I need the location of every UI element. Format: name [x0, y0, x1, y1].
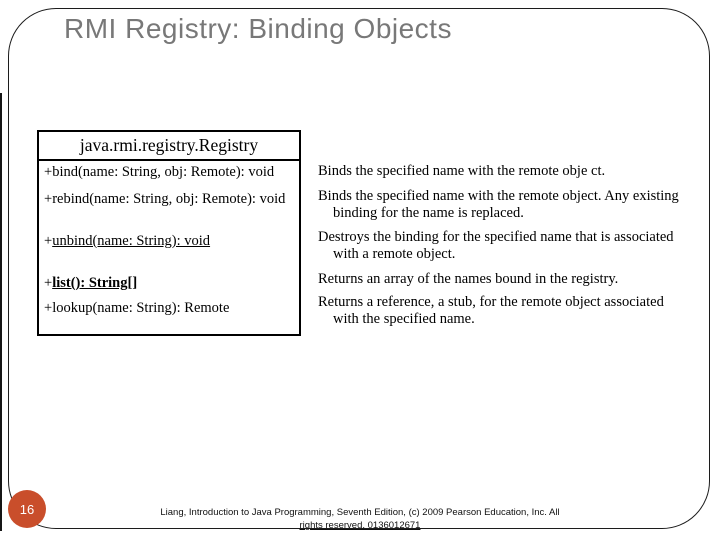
method-visibility: + — [44, 300, 53, 316]
footer-copyright: Liang, Introduction to Java Programming,… — [0, 506, 720, 532]
method-signature: unbind(name: String): void — [52, 233, 211, 249]
slide-border-frame — [8, 8, 710, 529]
method-signature: lookup(name: String): Remote — [52, 300, 230, 316]
method-description-list: Returns an array of the names bound in t… — [318, 271, 619, 287]
method-description-bind: Binds the specified name with the remote… — [318, 163, 606, 179]
uml-class-diagram: java.rmi.registry.Registry +bind(name: S… — [37, 130, 301, 336]
method-description-lookup: Returns a reference, a stub, for the rem… — [318, 294, 664, 327]
uml-method-list: +list(): String[] — [44, 275, 137, 292]
method-visibility: + — [44, 275, 53, 291]
slide-title: RMI Registry: Binding Objects — [64, 13, 452, 44]
uml-method-bind: +bind(name: String, obj: Remote): void — [44, 164, 274, 181]
method-signature: rebind(name: String, obj: Remote): void — [52, 191, 286, 207]
footer-line-2: rights reserved. 0136012671 — [299, 520, 421, 531]
method-visibility: + — [44, 164, 53, 180]
uml-method-rebind: +rebind(name: String, obj: Remote): void — [44, 191, 285, 208]
method-description-rebind: Binds the specified name with the remote… — [318, 188, 679, 221]
method-visibility: + — [44, 233, 53, 249]
method-signature: bind(name: String, obj: Remote): void — [52, 164, 275, 180]
page-number-badge: 16 — [8, 490, 46, 528]
page-number: 16 — [19, 501, 35, 517]
method-visibility: + — [44, 191, 53, 207]
left-edge-line — [0, 93, 2, 531]
method-description-unbind: Destroys the binding for the specified n… — [318, 229, 674, 262]
uml-method-lookup: +lookup(name: String): Remote — [44, 300, 229, 317]
uml-method-unbind: +unbind(name: String): void — [44, 233, 210, 250]
footer-line-1: Liang, Introduction to Java Programming,… — [160, 507, 560, 518]
uml-class-name: java.rmi.registry.Registry — [39, 132, 299, 161]
method-signature: list(): String[] — [52, 275, 138, 291]
